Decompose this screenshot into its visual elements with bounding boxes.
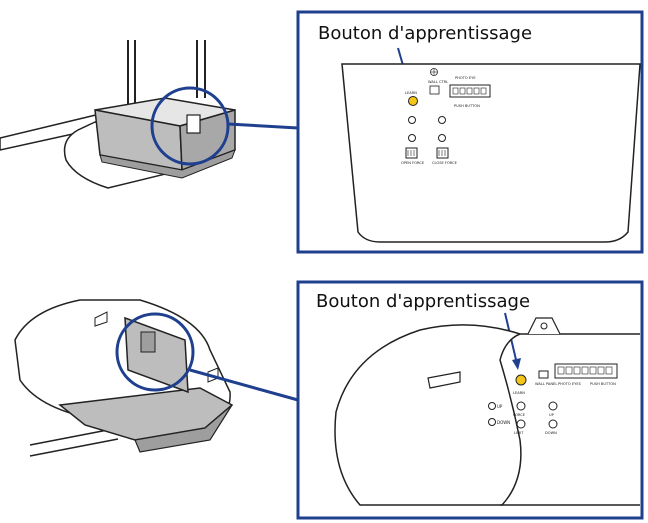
bottom-force-label: FORCE xyxy=(513,413,526,417)
bottom-opener-illustration xyxy=(14,299,299,457)
top-button-left-1 xyxy=(408,116,416,124)
bottom-push-button-label: PUSH BUTTON xyxy=(590,382,616,386)
bottom-photo-eyes-label: PHOTO EYES xyxy=(558,382,582,386)
top-button-left-2 xyxy=(408,134,416,142)
bottom-up-led-label: UP xyxy=(497,404,503,409)
top-close-force-dial xyxy=(436,147,449,159)
bottom-down-led xyxy=(488,418,496,426)
bottom-down-led-label: DOWN xyxy=(497,420,510,425)
bottom-housing-outline xyxy=(334,324,640,506)
bottom-wall-panel-label: WALL PANEL xyxy=(535,382,557,386)
top-control-board xyxy=(341,63,641,243)
top-button-right-1 xyxy=(438,116,446,124)
bottom-learn-button xyxy=(515,374,527,386)
top-opener-illustration xyxy=(0,40,299,189)
top-push-button-label: PUSH BUTTON xyxy=(454,104,480,108)
top-terminal-block xyxy=(449,84,491,98)
bottom-force-down-button xyxy=(516,419,526,429)
bottom-terminal-block xyxy=(554,363,618,379)
top-magnifier-circle xyxy=(150,86,230,166)
top-open-force-label: OPEN FORCE xyxy=(401,161,425,165)
bottom-learn-label: LEARN xyxy=(513,391,525,395)
bottom-down-label: DOWN xyxy=(545,431,557,435)
top-wall-ctrl-label: WALL CTRL xyxy=(428,80,448,84)
bottom-limit-up-button xyxy=(548,401,558,411)
top-caption: Bouton d'apprentissage xyxy=(318,23,532,44)
bottom-wall-panel-connector xyxy=(538,370,549,379)
bottom-magnifier-circle xyxy=(115,312,195,392)
top-photo-eye-label: PHOTO EYE xyxy=(455,76,476,80)
bottom-limit-down-button xyxy=(548,419,558,429)
top-zoom-panel: Bouton d'apprentissage LEARN OPEN FORCE … xyxy=(296,10,644,254)
top-close-force-label: CLOSE FORCE xyxy=(432,161,458,165)
top-wall-ctrl-connector xyxy=(429,85,440,95)
bottom-limit-label: LIMIT xyxy=(514,431,524,435)
top-button-right-2 xyxy=(438,134,446,142)
top-learn-button xyxy=(408,96,418,106)
bottom-up-label: UP xyxy=(549,413,555,417)
top-learn-label: LEARN xyxy=(405,91,417,95)
bottom-caption: Bouton d'apprentissage xyxy=(316,291,530,312)
bottom-up-led xyxy=(488,402,496,410)
top-open-force-dial xyxy=(405,147,418,159)
bottom-force-up-button xyxy=(516,401,526,411)
bottom-zoom-panel: Bouton d'apprentissage UP DOWN LEARN FOR… xyxy=(296,280,644,520)
